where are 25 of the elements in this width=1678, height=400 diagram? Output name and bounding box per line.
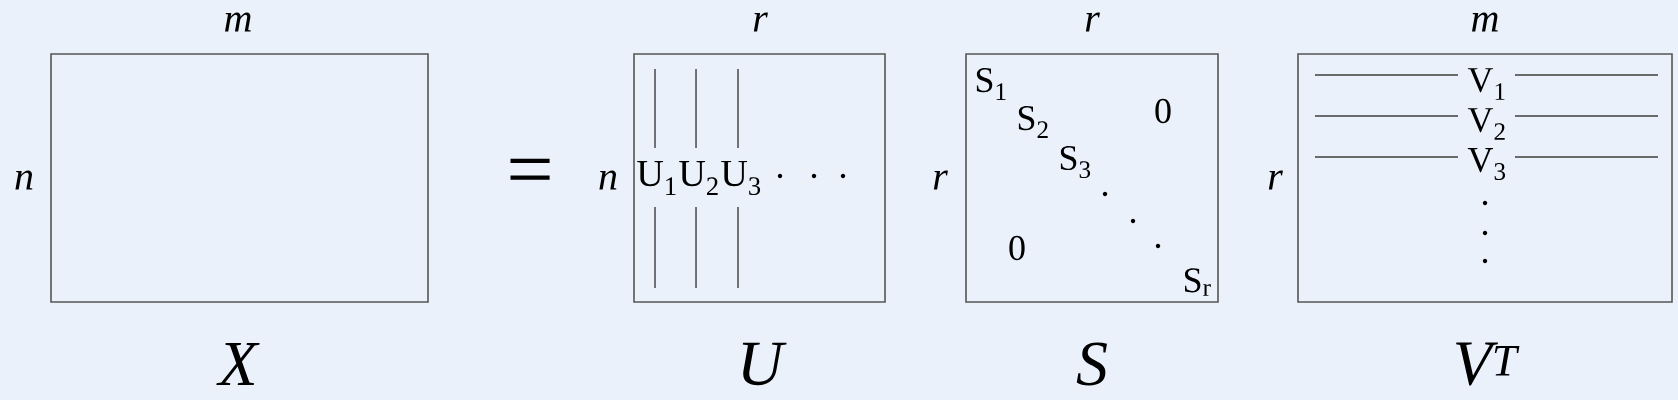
entry-label: U$_{2}$ bbox=[679, 161, 718, 195]
entry-label: S$_{3}$ bbox=[1060, 145, 1091, 179]
entry-label: 0 bbox=[1009, 235, 1025, 261]
dimension-label: r bbox=[933, 170, 948, 190]
entry-label: V$_{1}$ bbox=[1467, 68, 1505, 100]
matrix-name: U bbox=[742, 342, 787, 386]
dimension-label: r bbox=[753, 12, 768, 32]
entry-label: S$_{1}$ bbox=[976, 68, 1006, 100]
entry-label: V$_{3}$ bbox=[1467, 148, 1506, 180]
dimension-label: n bbox=[599, 170, 617, 190]
matrix-name: X bbox=[216, 343, 260, 385]
entry-label: V$_{2}$ bbox=[1467, 108, 1505, 140]
equals-sign: = bbox=[510, 158, 550, 180]
entry-label: 0 bbox=[1155, 98, 1171, 124]
dimension-label: r bbox=[1268, 170, 1283, 190]
entry-label: U$_{1}$ bbox=[637, 161, 676, 195]
entry-label: U$_{3}$ bbox=[721, 160, 761, 196]
dimension-label: n bbox=[15, 170, 33, 190]
entry-label: S$_{r}$ bbox=[1184, 268, 1211, 296]
dimension-label: r bbox=[1085, 12, 1100, 32]
entry-label: S$_{2}$ bbox=[1018, 106, 1048, 138]
dimension-label: m bbox=[225, 12, 251, 32]
matrix-name: S bbox=[1076, 342, 1107, 386]
dimension-label: m bbox=[1472, 12, 1498, 32]
matrix-name: V$^{T}$ bbox=[1456, 342, 1520, 386]
